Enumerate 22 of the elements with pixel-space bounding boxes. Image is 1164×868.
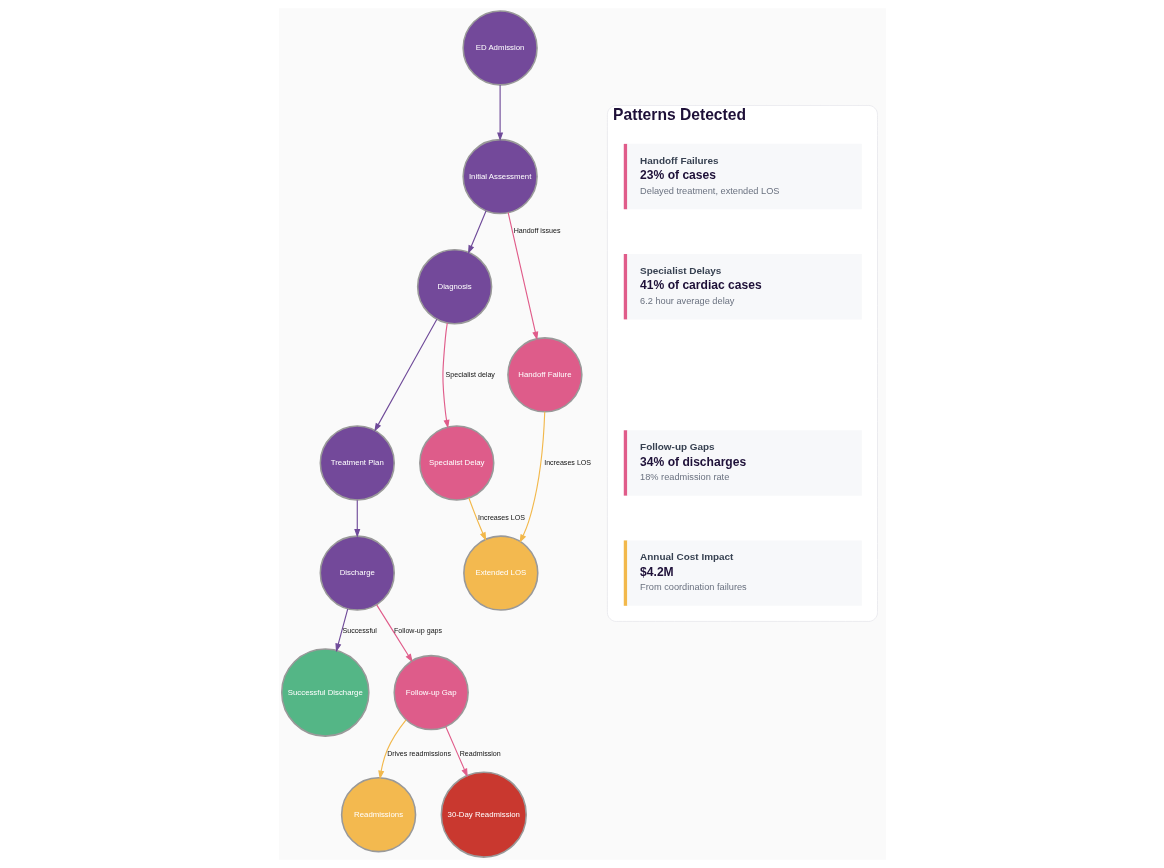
arrow [507, 212, 538, 341]
node-circle: Initial Assessment [461, 138, 538, 215]
arrow [519, 411, 545, 544]
arrow [373, 318, 437, 432]
arrow [441, 322, 450, 429]
arrow [496, 84, 503, 142]
arrow [375, 604, 413, 663]
arrow [467, 497, 486, 542]
node-circle: Discharge [319, 535, 395, 611]
node-circle: Treatment Plan [319, 425, 395, 501]
arrow [377, 719, 407, 780]
node-circle: Successful Discharge [280, 648, 370, 737]
node-circle: ED Admission [461, 10, 538, 86]
node-circle: Readmissions [340, 776, 416, 853]
arrow [467, 210, 487, 254]
node-circle: Handoff Failure [506, 337, 583, 413]
node-circle: Diagnosis [416, 249, 492, 325]
arrow [334, 608, 348, 653]
arrow [353, 499, 360, 538]
arrow [444, 726, 468, 778]
node-circle: Specialist Delay [418, 425, 494, 501]
node-circle: 30-Day Readmission [440, 771, 527, 858]
